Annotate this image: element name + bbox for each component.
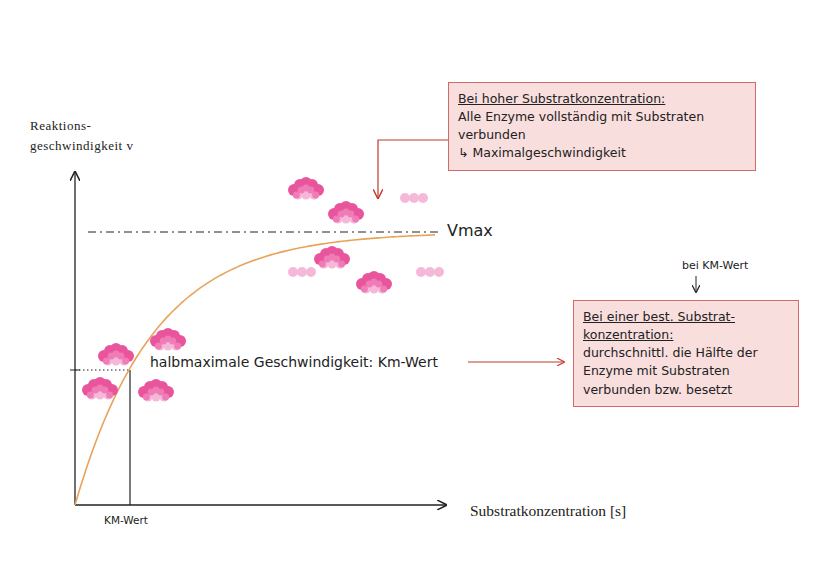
enzyme (288, 177, 324, 200)
enzyme (98, 343, 134, 366)
enzyme-illustration (82, 177, 444, 402)
km-tick-label: KM-Wert (104, 513, 148, 529)
enzyme (356, 271, 392, 294)
enzyme (150, 328, 186, 351)
axis-title: Reaktions- geschwindigkeit v (30, 116, 160, 155)
enzyme (314, 246, 350, 269)
note-text: Alle Enzyme vollständig mit Substraten v… (458, 108, 746, 144)
note-text: ↳ Maximalgeschwindigkeit (458, 144, 746, 162)
substrate (288, 267, 316, 277)
km-annotation: halbmaximale Geschwindigkeit: Km-Wert (150, 352, 438, 373)
enzyme (328, 201, 364, 224)
half-vmax-line (75, 370, 130, 371)
y-axis (74, 172, 75, 505)
note-arrow (696, 276, 697, 292)
enzyme (82, 377, 118, 400)
callout-arrow (468, 362, 564, 363)
enzyme (138, 379, 174, 402)
note-box: Bei hoher Substratkonzentration:Alle Enz… (448, 82, 756, 171)
vmax-label: Vmax (447, 219, 493, 243)
y-tick (70, 370, 80, 371)
km-line (129, 370, 130, 505)
note-box: Bei einer best. Substrat- konzentration:… (573, 300, 799, 407)
vmax-line (88, 232, 440, 233)
note-heading: Bei hoher Substratkonzentration: (458, 90, 746, 108)
substrate (416, 267, 444, 277)
note-heading: Bei einer best. Substrat- konzentration: (583, 308, 789, 344)
note-text: durchschnittl. die Hälfte der Enzyme mit… (583, 344, 789, 398)
km-note: bei KM-Wert (682, 258, 748, 275)
x-axis (75, 504, 446, 505)
callout-arrow (378, 140, 448, 198)
substrate (400, 193, 428, 203)
axis-title: Substratkonzentration [s] (470, 499, 626, 522)
